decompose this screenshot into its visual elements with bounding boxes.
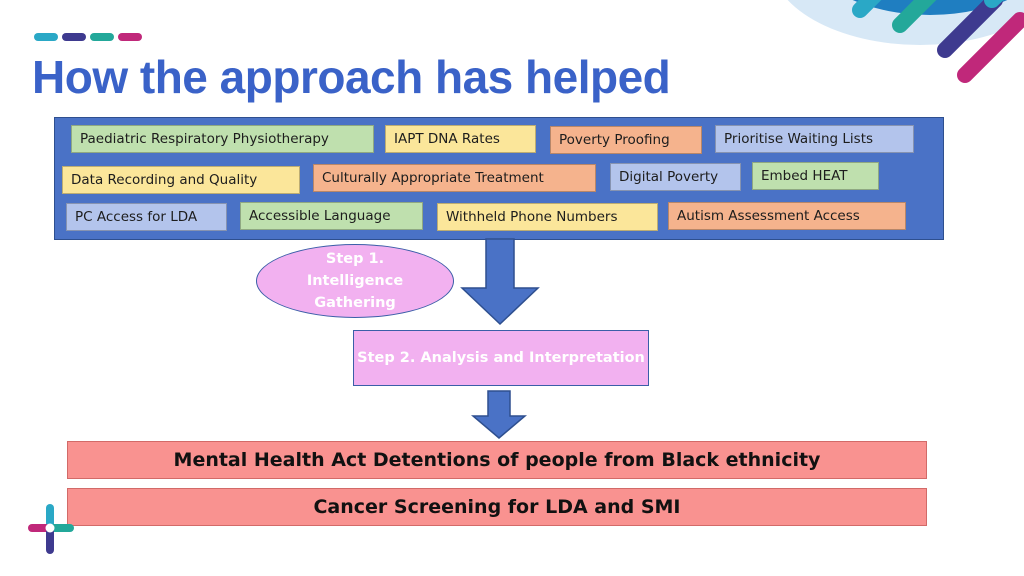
- title-dash-1: [34, 33, 58, 41]
- step2-box: Step 2. Analysis and Interpretation: [353, 330, 649, 386]
- item-data-recording: Data Recording and Quality: [62, 166, 300, 194]
- item-embed-heat: Embed HEAT: [752, 162, 879, 190]
- plus-logo-icon: [28, 504, 74, 554]
- item-accessible-language: Accessible Language: [240, 202, 423, 230]
- outcome-cancer-screening: Cancer Screening for LDA and SMI: [67, 488, 927, 526]
- item-paediatric-physiotherapy: Paediatric Respiratory Physiotherapy: [71, 125, 374, 153]
- title-dash-2: [62, 33, 86, 41]
- outcome-mha-detentions: Mental Health Act Detentions of people f…: [67, 441, 927, 479]
- item-culturally-appropriate: Culturally Appropriate Treatment: [313, 164, 596, 192]
- title-dash-4: [118, 33, 142, 41]
- item-autism-assessment: Autism Assessment Access: [668, 202, 906, 230]
- item-prioritise-waiting-lists: Prioritise Waiting Lists: [715, 125, 914, 153]
- item-digital-poverty: Digital Poverty: [610, 163, 741, 191]
- page-title: How the approach has helped: [32, 51, 671, 103]
- step1-ellipse: Step 1. Intelligence Gathering: [256, 244, 454, 318]
- brand-logo-icon: [787, 0, 1024, 83]
- item-pc-access-lda: PC Access for LDA: [66, 203, 227, 231]
- item-iapt-dna-rates: IAPT DNA Rates: [385, 125, 536, 153]
- down-arrow-1-icon: [460, 238, 540, 326]
- down-arrow-2-icon: [471, 390, 527, 439]
- title-dash-3: [90, 33, 114, 41]
- item-withheld-phone: Withheld Phone Numbers: [437, 203, 658, 231]
- item-poverty-proofing: Poverty Proofing: [550, 126, 702, 154]
